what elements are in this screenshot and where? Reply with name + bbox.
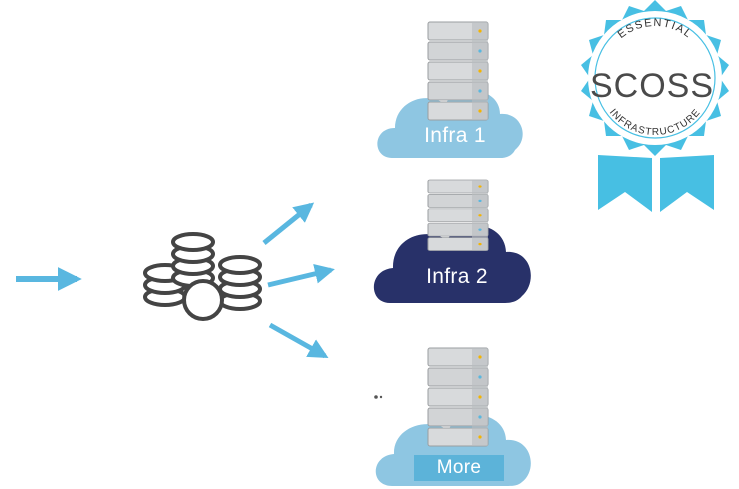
- infra-1-label: Infra 1: [424, 124, 486, 147]
- server-icon: [427, 347, 489, 447]
- stray-dot: [379, 395, 383, 399]
- arrow-to-infra2: [267, 263, 335, 288]
- arrow-to-more: [268, 322, 329, 359]
- scoss-badge: ESSENTIAL INFRASTRUCTURE: [581, 0, 729, 212]
- infra-2-label: Infra 2: [426, 265, 488, 288]
- cloud-icon: [373, 225, 531, 303]
- coins-icon: [143, 232, 262, 321]
- arrow-to-infra1: [262, 202, 315, 245]
- server-icon: [427, 179, 489, 252]
- stray-dot: [374, 395, 378, 399]
- badge-main-text: SCOSS: [590, 67, 715, 105]
- more-label: More: [414, 455, 504, 481]
- server-icon: [427, 21, 489, 121]
